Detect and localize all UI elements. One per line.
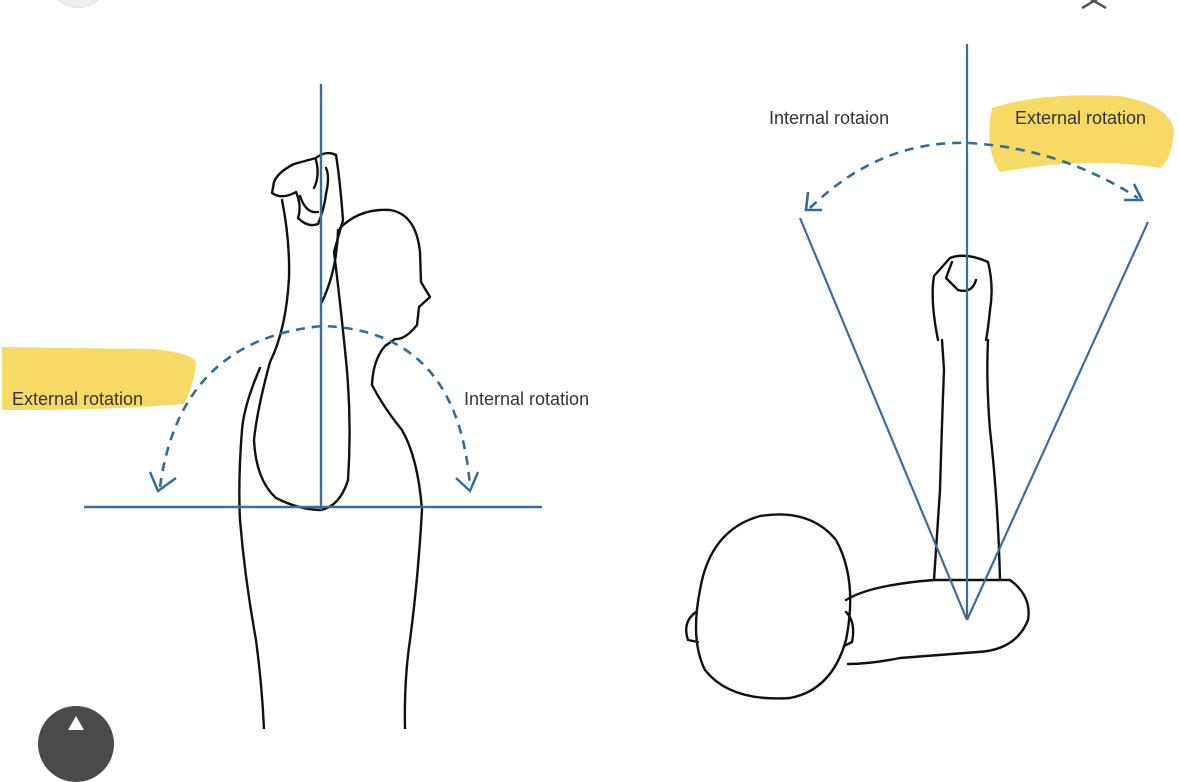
right-external-limit-line: [965, 221, 1150, 621]
left-external-rotation-label: External rotation: [12, 389, 144, 409]
right-arrowhead-external: [1124, 183, 1145, 202]
close-icon: [1081, 0, 1107, 10]
left-figure: [238, 151, 432, 729]
right-forearm: [932, 338, 1002, 582]
right-ear-left: [685, 610, 700, 644]
left-fist: [270, 151, 338, 227]
right-head: [694, 513, 852, 700]
left-rotation-arc: [158, 324, 472, 488]
left-internal-rotation-label: Internal rotation: [464, 389, 590, 409]
left-arm-back: [252, 153, 351, 512]
bottom-fab-button[interactable]: [38, 706, 114, 782]
shoulder-rotation-diagram: [2, 44, 1174, 729]
right-upper-arm: [844, 578, 1030, 666]
left-head: [338, 208, 432, 387]
right-external-rotation-label: External rotation: [1015, 108, 1147, 128]
highlight-left-external: [2, 347, 196, 410]
left-torso-front: [370, 383, 424, 729]
right-internal-limit-line: [798, 217, 969, 621]
right-figure: [685, 254, 1030, 700]
left-arrowhead-external: [148, 471, 177, 493]
right-internal-rotation-label: Internal rotaion: [769, 108, 890, 128]
right-arrowhead-internal: [804, 191, 822, 212]
left-torso-back: [238, 366, 266, 729]
left-arrowhead-internal: [455, 471, 480, 494]
right-ear-right: [842, 610, 855, 648]
right-fist: [931, 254, 993, 342]
close-button[interactable]: [1076, 0, 1116, 18]
